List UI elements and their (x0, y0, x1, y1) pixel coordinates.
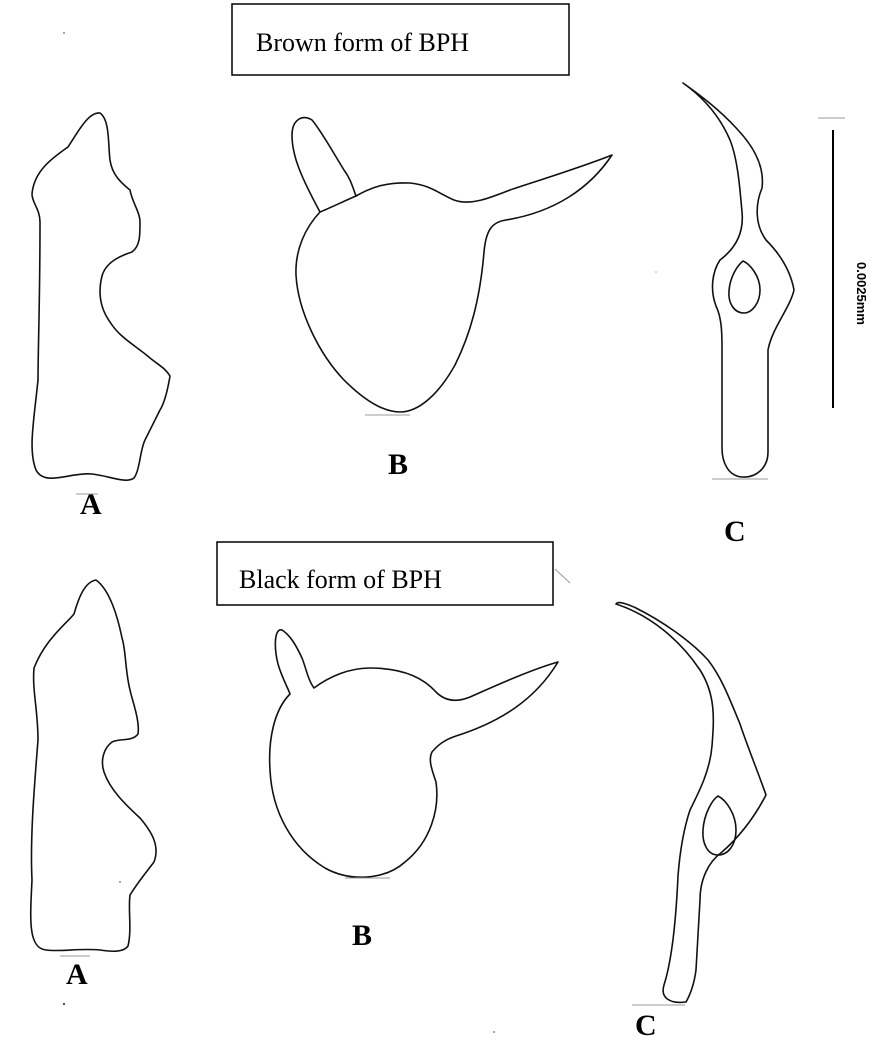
brown-label-a: A (80, 488, 102, 521)
brown-label-c: C (724, 515, 746, 548)
black-shape-c-hole (703, 796, 736, 855)
black-label-c: C (635, 1009, 657, 1040)
brown-shape-b (292, 118, 612, 412)
black-label-a: A (66, 958, 88, 991)
black-form-panel: Black form of BPH A B C (31, 542, 766, 1040)
black-label-b: B (352, 919, 372, 952)
brown-form-panel: Brown form of BPH B C A (32, 4, 794, 548)
brown-shape-c (683, 83, 794, 477)
scale-bar-label: 0.0025mm (854, 262, 869, 325)
brown-shape-a (32, 113, 170, 480)
black-shape-c (616, 603, 766, 1003)
brown-label-b: B (388, 448, 408, 481)
brown-shape-c-hole (729, 261, 760, 313)
scale-bar: 0.0025mm (818, 118, 869, 408)
black-shape-b (270, 630, 558, 877)
black-form-title: Black form of BPH (239, 565, 442, 594)
brown-form-title: Brown form of BPH (256, 28, 469, 57)
black-shape-a (31, 580, 156, 951)
